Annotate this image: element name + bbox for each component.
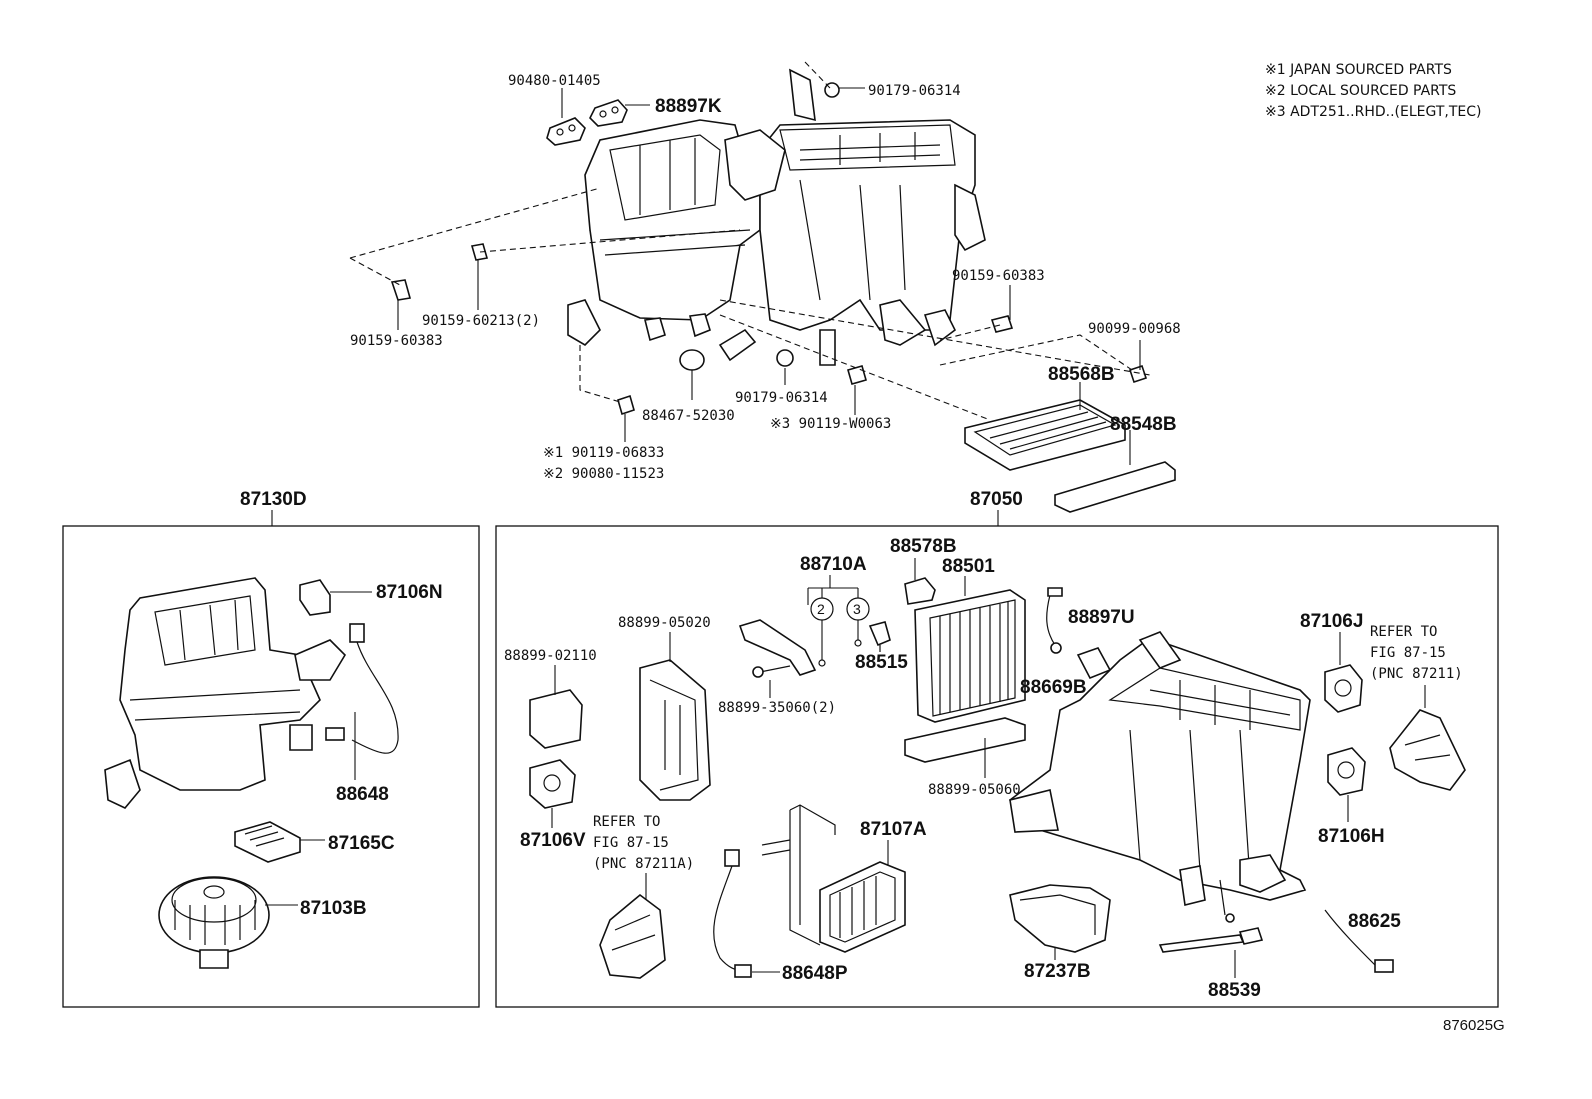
label-87106h: 87106H bbox=[1318, 826, 1385, 847]
label-90080-11523: ※2 90080-11523 bbox=[543, 466, 664, 482]
refer2-line1: REFER TO bbox=[593, 814, 660, 830]
legend-notes: ※1 JAPAN SOURCED PARTS ※2 LOCAL SOURCED … bbox=[1265, 62, 1482, 120]
label-88515: 88515 bbox=[855, 652, 908, 673]
label-87237b: 87237B bbox=[1024, 961, 1091, 982]
refer2-line3: (PNC 87211A) bbox=[593, 856, 694, 872]
label-87130d: 87130D bbox=[240, 489, 307, 510]
label-88648p: 88648P bbox=[782, 963, 848, 984]
label-90480-01405: 90480-01405 bbox=[508, 73, 601, 89]
note-japan: ※1 JAPAN SOURCED PARTS bbox=[1265, 62, 1452, 78]
label-87165c: 87165C bbox=[328, 833, 395, 854]
label-88899-05020: 88899-05020 bbox=[618, 615, 711, 631]
figure-code: 876025G bbox=[1443, 1017, 1505, 1034]
top-fasteners bbox=[390, 82, 1176, 513]
label-87106n: 87106N bbox=[376, 582, 443, 603]
label-90179-06314-bottom: 90179-06314 bbox=[735, 390, 828, 406]
label-88899-02110: 88899-02110 bbox=[504, 648, 597, 664]
circle-label-3: 3 bbox=[853, 601, 861, 617]
label-90099-00968: 90099-00968 bbox=[1088, 321, 1181, 337]
note-adt: ※3 ADT251..RHD..(ELEGT,TEC) bbox=[1265, 104, 1482, 120]
refer1-line1: REFER TO bbox=[1370, 624, 1437, 640]
label-88568b: 88568B bbox=[1048, 364, 1115, 385]
label-87050: 87050 bbox=[970, 489, 1023, 510]
label-88710a: 88710A bbox=[800, 554, 867, 575]
label-88648: 88648 bbox=[336, 784, 389, 805]
label-87103b: 87103B bbox=[300, 898, 367, 919]
circle-label-2: 2 bbox=[817, 601, 825, 617]
label-90179-06314-top: 90179-06314 bbox=[868, 83, 961, 99]
label-88899-05060: 88899-05060 bbox=[928, 782, 1021, 798]
top-leader-lines bbox=[349, 61, 1151, 465]
box-87130d: 87130D 87106N 88648 87165C 87103B bbox=[62, 489, 480, 1008]
label-88669b: 88669B bbox=[1020, 677, 1087, 698]
label-88501: 88501 bbox=[942, 556, 995, 577]
label-88897k: 88897K bbox=[655, 96, 722, 117]
label-90159-60383-left: 90159-60383 bbox=[350, 333, 443, 349]
label-88578b: 88578B bbox=[890, 536, 957, 557]
box-87050: 87050 88710A 2 3 88578B 88501 88899-0506… bbox=[495, 489, 1499, 1008]
top-hvac-assembly bbox=[567, 68, 986, 366]
label-88467-52030: 88467-52030 bbox=[642, 408, 735, 424]
refer2-line2: FIG 87-15 bbox=[593, 835, 669, 851]
label-90119-w0063: ※3 90119-W0063 bbox=[770, 416, 891, 432]
label-88539: 88539 bbox=[1208, 980, 1261, 1001]
label-87107a: 87107A bbox=[860, 819, 927, 840]
label-88899-35060: 88899-35060(2) bbox=[718, 700, 836, 716]
label-90119-06833: ※1 90119-06833 bbox=[543, 445, 664, 461]
label-90159-60213: 90159-60213(2) bbox=[422, 313, 540, 329]
refer1-line3: (PNC 87211) bbox=[1370, 666, 1463, 682]
refer1-line2: FIG 87-15 bbox=[1370, 645, 1446, 661]
top-labels: 90480-01405 88897K 90179-06314 90159-603… bbox=[350, 73, 1181, 482]
label-87106j: 87106J bbox=[1300, 611, 1363, 632]
label-88625: 88625 bbox=[1348, 911, 1401, 932]
label-88897u: 88897U bbox=[1068, 607, 1135, 628]
label-88548b: 88548B bbox=[1110, 414, 1177, 435]
note-local: ※2 LOCAL SOURCED PARTS bbox=[1265, 83, 1456, 99]
label-90159-60383-right: 90159-60383 bbox=[952, 268, 1045, 284]
label-87106v: 87106V bbox=[520, 830, 586, 851]
